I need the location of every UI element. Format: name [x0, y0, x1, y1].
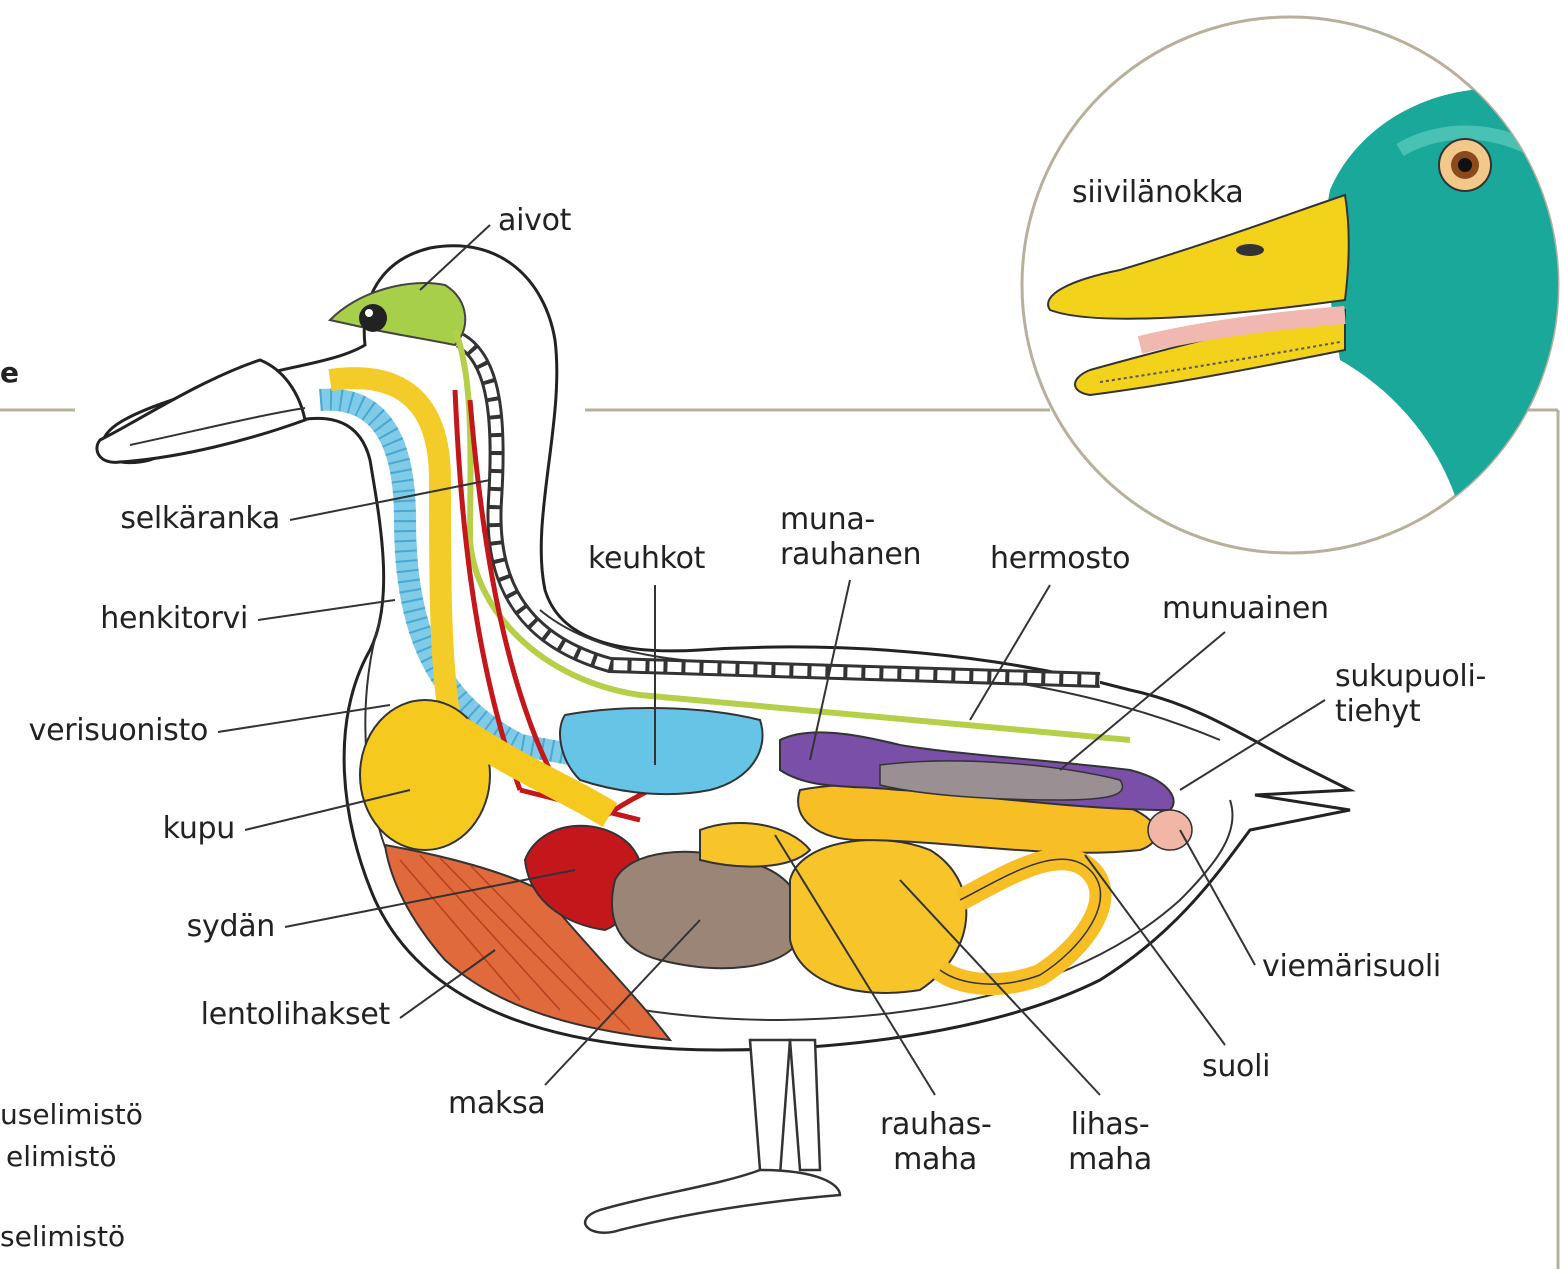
label-aivot: aivot — [498, 204, 571, 239]
label-siivilanokka: siivilänokka — [1072, 176, 1243, 211]
lungs — [560, 708, 763, 794]
label-sukupuolitiehyt: sukupuoli- tiehyt — [1335, 660, 1486, 729]
legend-fragment-top: e — [0, 356, 19, 389]
label-kupu: kupu — [150, 812, 235, 847]
label-hermosto: hermosto — [990, 542, 1130, 577]
label-selkaranka: selkäranka — [110, 502, 280, 537]
label-maksa: maksa — [448, 1087, 546, 1122]
gizzard — [790, 840, 966, 993]
label-viemarisuoli: viemärisuoli — [1262, 950, 1441, 985]
label-sydan: sydän — [180, 910, 275, 945]
legend-fragment-2: elimistö — [6, 1140, 117, 1173]
duck-eye — [359, 304, 387, 332]
label-lihasmaha: lihas- maha — [1060, 1108, 1160, 1177]
label-lentolihakset: lentolihakset — [190, 998, 390, 1033]
label-munarauhanen: muna- rauhanen — [780, 503, 921, 572]
bill — [97, 360, 305, 462]
label-suoli: suoli — [1202, 1050, 1270, 1085]
label-keuhkot: keuhkot — [588, 542, 705, 577]
label-henkitorvi: henkitorvi — [88, 602, 248, 637]
inset-bill-detail — [1022, 17, 1563, 560]
label-munuainen: munuainen — [1162, 592, 1329, 627]
cloaca — [1148, 810, 1192, 850]
label-rauhasmaha: rauhas- maha — [880, 1108, 990, 1177]
legs — [585, 1040, 840, 1233]
legend-fragment-1: uselimistö — [0, 1098, 143, 1131]
label-verisuonisto: verisuonisto — [10, 714, 208, 749]
legend-fragment-3: selimistö — [0, 1220, 125, 1253]
